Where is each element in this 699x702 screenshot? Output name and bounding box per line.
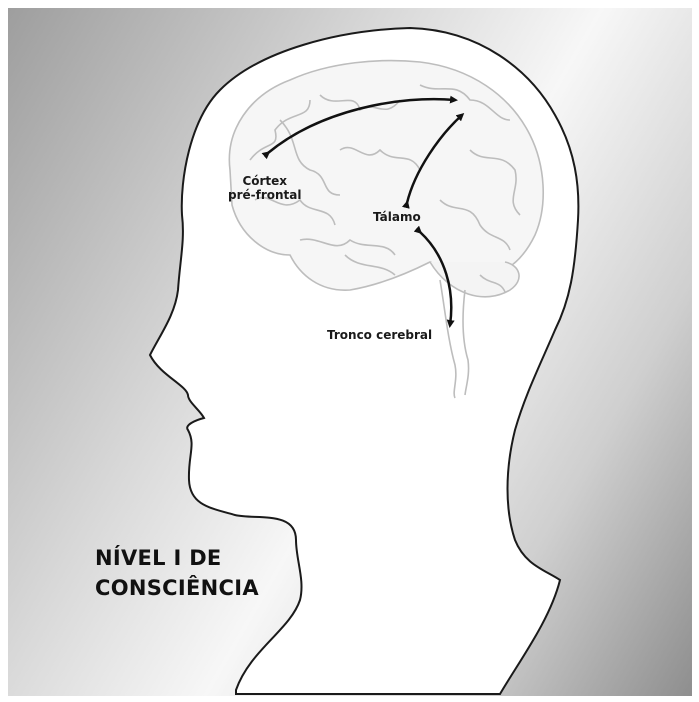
title-line2: CONSCIÊNCIA	[95, 573, 259, 603]
label-cortex-prefrontal: Córtex pré-frontal	[228, 174, 302, 202]
label-cortex-line1: Córtex	[228, 174, 302, 188]
label-thalamus: Tálamo	[373, 210, 421, 224]
label-brainstem: Tronco cerebral	[327, 328, 432, 342]
title-line1: NÍVEL I DE	[95, 543, 259, 573]
label-cortex-line2: pré-frontal	[228, 188, 302, 202]
diagram-title: NÍVEL I DE CONSCIÊNCIA	[95, 543, 259, 603]
